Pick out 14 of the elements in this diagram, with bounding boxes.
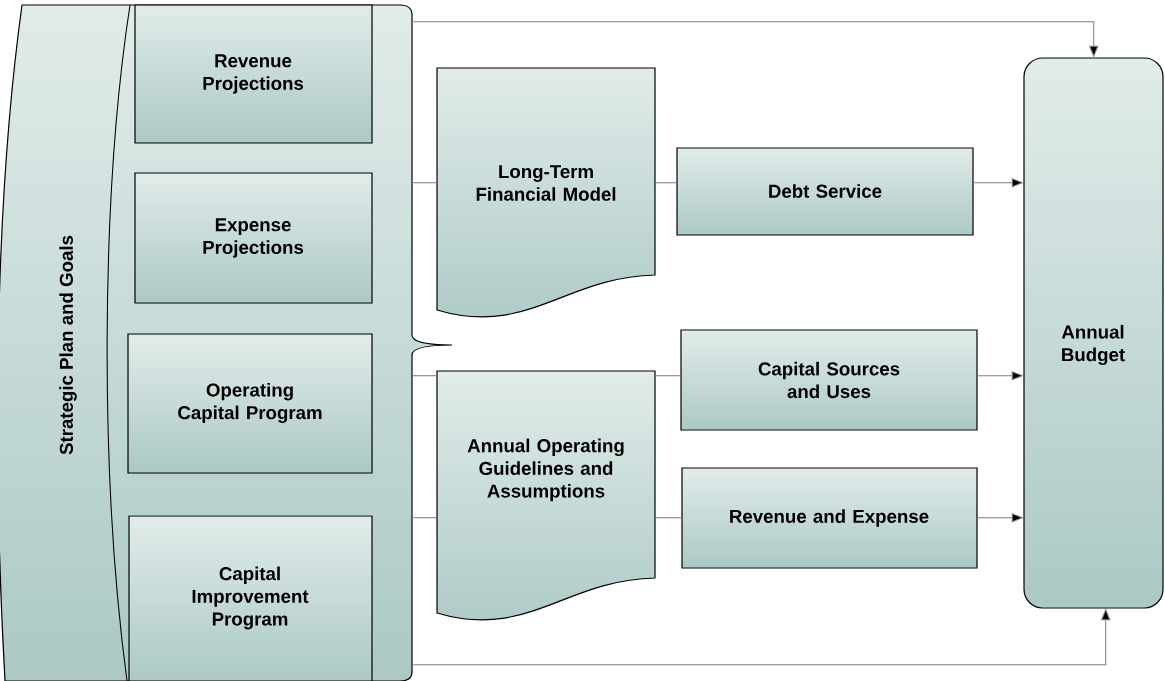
process-box: Debt Service — [676, 147, 974, 236]
process-box: Capital Sources and Uses — [680, 329, 978, 431]
process-box: Revenue and Expense — [681, 467, 978, 569]
connector-line — [411, 517, 438, 519]
connector-line — [411, 182, 438, 184]
process-box: Operating Capital Program — [127, 333, 373, 474]
connector-line — [654, 375, 682, 377]
connector-line — [654, 182, 678, 184]
process-box: Expense Projections — [134, 172, 373, 304]
rounded-box: Annual Budget — [1023, 57, 1164, 609]
process-box: Revenue Projections — [134, 4, 373, 144]
process-box: Capital Improvement Program — [128, 515, 373, 681]
connector-line — [411, 375, 438, 377]
connector-line — [654, 517, 683, 519]
